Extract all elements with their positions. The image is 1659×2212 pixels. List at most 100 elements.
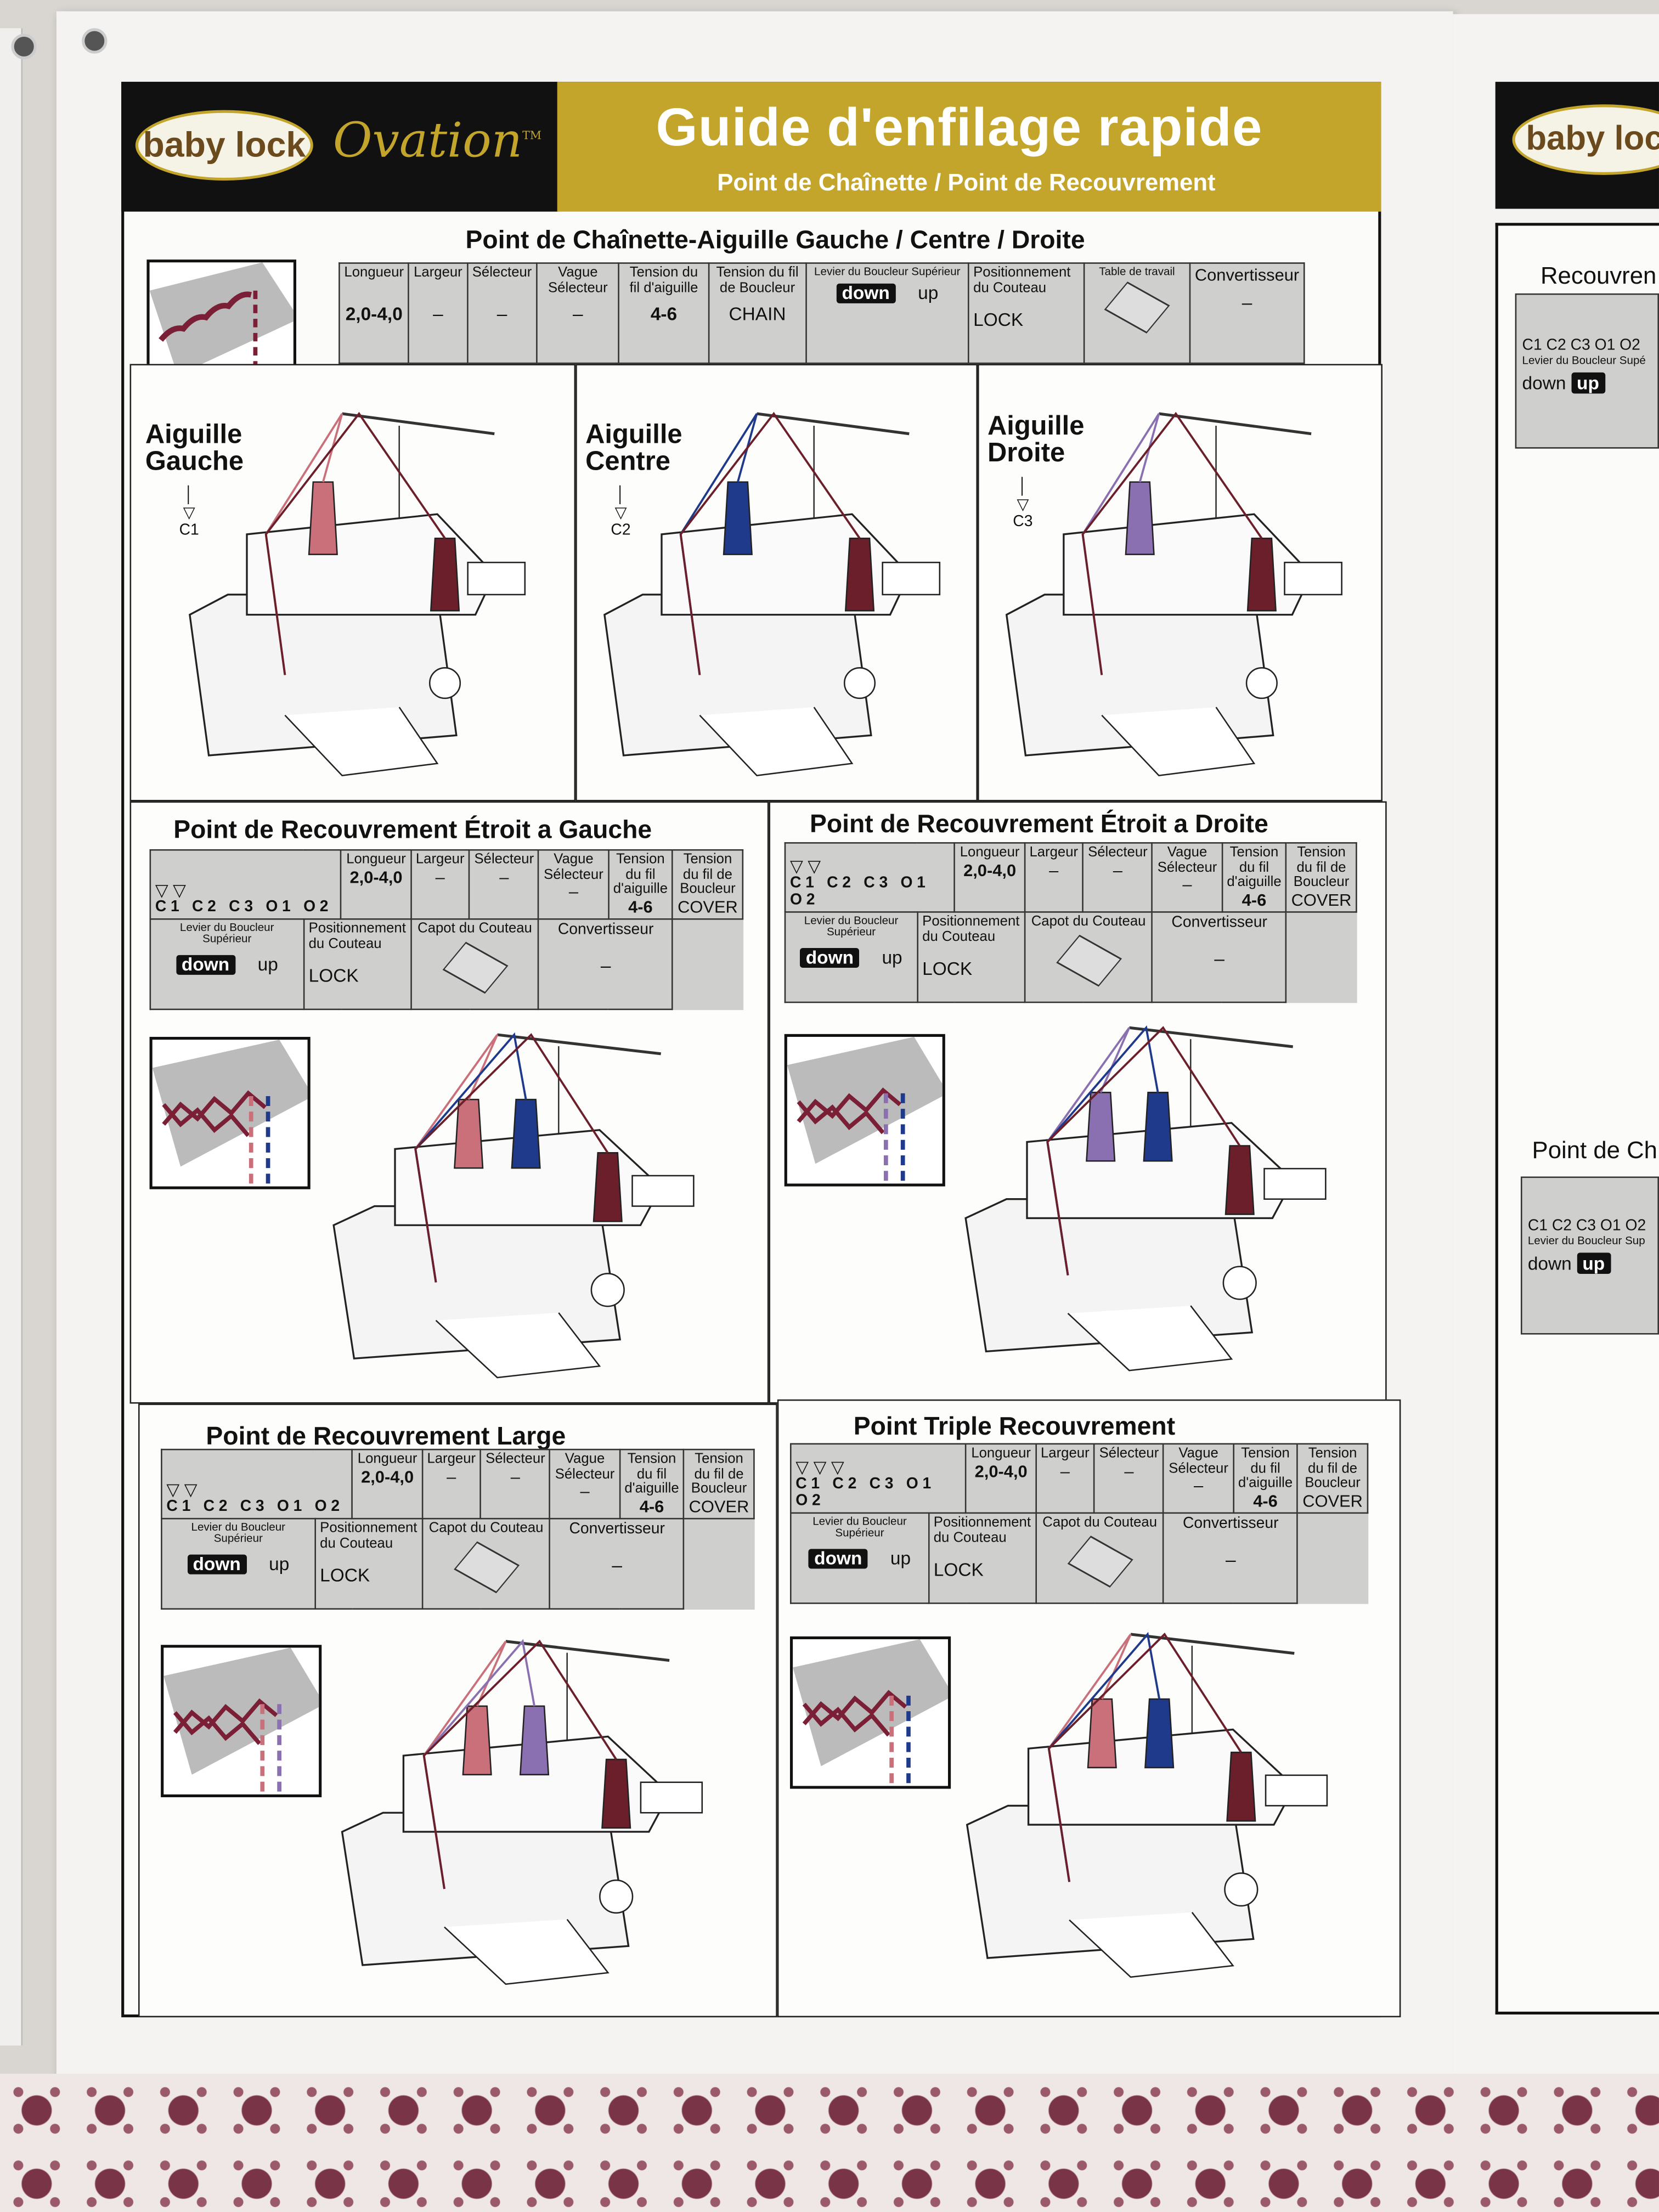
binder-hole: [11, 33, 37, 59]
serger-illustration: [321, 1622, 731, 2010]
settings-col: Vague Sélecteur–: [538, 849, 610, 920]
down-label: down: [836, 284, 896, 303]
needle-positions: ▽ ▽C1 C2 C3 O1 O2: [784, 842, 956, 913]
serger-illustration: [313, 1015, 723, 1403]
knife-cover-icon: [1066, 1535, 1133, 1587]
thread-line: [1047, 1632, 1242, 1882]
serger-illustration: [945, 1009, 1355, 1397]
up-label: up: [882, 946, 902, 968]
down-label: down: [1522, 372, 1566, 394]
thread-line: [1081, 411, 1263, 675]
needle-positions: ▽ ▽ ▽C1 C2 C3 O1 O2: [789, 1443, 967, 1514]
settings-col: Vague Sélecteur–: [549, 1448, 620, 1520]
col-convertisseur: Convertisseur–: [538, 918, 674, 1011]
col-capot: Capot du Couteau: [1035, 1512, 1165, 1604]
col-convertisseur: Convertisseur–: [549, 1518, 685, 1610]
model-logo: OvationTM: [332, 112, 541, 170]
down-label: down: [808, 1549, 868, 1568]
serger-illustration: [585, 393, 966, 803]
needle-icon: │▽C1: [179, 487, 199, 539]
section-title: Point Triple Recouvrement: [853, 1412, 1176, 1441]
up-label: up: [269, 1553, 290, 1575]
thread-cone: [592, 1152, 623, 1222]
thread-line: [422, 1639, 617, 1889]
right-adjacent-page: baby lock Recouvren C1 C2 C3 O1 O2 Levie…: [1453, 14, 1659, 2074]
settings-col: Largeur–: [410, 849, 470, 920]
thread-cone: [1224, 1145, 1255, 1215]
settings-col: Vague Sélecteur–: [1152, 842, 1223, 913]
thread-cone: [1087, 1698, 1117, 1769]
needle-labels: C1 C2 C3 O1 O2: [1522, 337, 1640, 354]
thread-line: [1046, 1026, 1241, 1276]
settings-col: Sélecteur–: [1093, 1443, 1165, 1514]
thread-cone: [1086, 1092, 1116, 1162]
settings-col: Sélecteur–: [1082, 842, 1154, 913]
settings-col: Vague Sélecteur–: [1163, 1443, 1234, 1514]
thread-line: [679, 411, 861, 675]
page-title: Guide d'enfilage rapide: [656, 98, 1263, 158]
settings-col: Largeur–: [421, 1448, 482, 1520]
serger-illustration: [988, 393, 1368, 803]
section-title-partial: Recouvren: [1540, 262, 1657, 290]
col-convertisseur: Convertisseur–: [1189, 262, 1305, 364]
col-convertisseur: Convertisseur–: [1163, 1512, 1299, 1604]
col-capot: Capot du Couteau: [421, 1518, 551, 1610]
thread-cone: [308, 481, 338, 555]
thread-cone: [430, 537, 460, 612]
brand-logo: baby lock: [135, 110, 313, 181]
thread-line: [264, 411, 446, 675]
serger-illustration: [946, 1615, 1356, 2003]
thread-cone: [454, 1098, 484, 1169]
up-label: up: [918, 283, 939, 304]
down-label: down: [800, 947, 860, 967]
stitch-swatch: [149, 1036, 311, 1189]
stitch-swatch: [789, 1636, 951, 1789]
settings-col: Largeur–: [1035, 1443, 1095, 1514]
knife-cover-icon: [442, 941, 508, 994]
section-title: Point de Recouvrement Étroit a Droite: [809, 809, 1268, 838]
tablecloth: [0, 2073, 1659, 2212]
section-title: Point de Recouvrement Étroit a Gauche: [173, 815, 652, 844]
up-label: up: [1571, 372, 1605, 394]
lever-label: Levier du Boucleur Supé: [1522, 354, 1646, 367]
stitch-swatch: [161, 1645, 322, 1797]
section-title: Point de Recouvrement Large: [206, 1421, 566, 1451]
thread-cone: [462, 1705, 492, 1776]
up-label: up: [257, 953, 278, 975]
needle-icon: │▽C3: [1013, 478, 1033, 531]
col-table-travail: Table de travail: [1083, 262, 1191, 364]
thread-line: [414, 1033, 609, 1283]
thread-cone: [1246, 537, 1277, 612]
thread-cone: [1226, 1751, 1256, 1822]
page-subtitle: Point de Chaînette / Point de Recouvreme…: [717, 169, 1216, 196]
needle-icon: │▽C2: [611, 487, 631, 539]
col-convertisseur: Convertisseur–: [1152, 911, 1287, 1003]
down-label: down: [187, 1554, 247, 1574]
col-vague-selecteur: Vague Sélecteur–: [536, 262, 620, 364]
thread-cone: [1143, 1092, 1173, 1162]
down-label: down: [1527, 1252, 1572, 1274]
brand-logo: baby lock: [1512, 104, 1659, 175]
serger-illustration: [171, 393, 551, 803]
